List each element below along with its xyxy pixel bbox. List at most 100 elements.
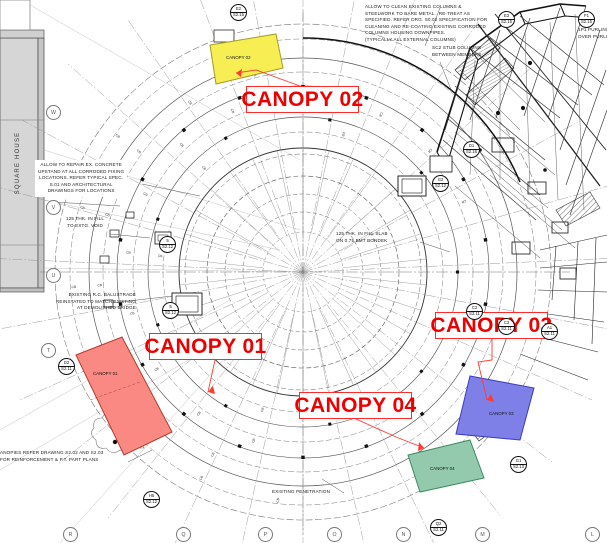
- section-marker-5-mid[interactable]: 5 S2.12: [162, 302, 179, 319]
- note-infill-void: 125 THK. IN FILL TO EXTG. VOID: [66, 216, 105, 228]
- svg-text:CB: CB: [97, 283, 103, 287]
- callout-canopy-03[interactable]: CANOPY 03: [430, 312, 552, 339]
- grid-bubble-U[interactable]: U: [46, 268, 61, 283]
- grid-bubble-M[interactable]: M: [475, 527, 490, 542]
- canopy-01-region[interactable]: [75, 336, 173, 456]
- structural-nodes: [118, 85, 488, 459]
- section-marker-5-left[interactable]: 5 S2.12: [159, 236, 176, 253]
- note-repair-upstand: ALLOW TO REPAIR EX. CONCRETE UPSTAND AT …: [35, 160, 128, 197]
- grid-bubble-W[interactable]: W: [46, 105, 61, 120]
- note-stub-columns: SC2 STUB COLUMNS BETWEEN MEMBERS: [432, 45, 482, 57]
- section-marker-a1-sheet: S2.11: [544, 331, 555, 337]
- note-clean-columns: ALLOW TO CLEAN EXISTING COLUMNS & STEELW…: [365, 4, 488, 42]
- section-marker-e3[interactable]: E3 S2.15: [498, 11, 515, 28]
- grid-bubble-P[interactable]: P: [258, 527, 273, 542]
- section-marker-g1[interactable]: G1 S2.13: [510, 456, 527, 473]
- svg-text:CB: CB: [230, 108, 236, 115]
- section-marker-c3-ref: C3: [499, 321, 514, 327]
- grid-bubble-R[interactable]: R: [63, 527, 78, 542]
- section-marker-c2-sheet: S2.11: [469, 311, 480, 317]
- grid-bubble-T[interactable]: T: [41, 343, 56, 358]
- section-marker-d1-ref: D1: [464, 144, 479, 150]
- section-marker-e2[interactable]: E2 S2.15: [230, 4, 247, 21]
- section-marker-g2[interactable]: G2 S2.12: [432, 175, 449, 192]
- svg-text:CB: CB: [130, 311, 136, 316]
- section-marker-g1-ref: G1: [511, 459, 526, 465]
- section-marker-c2-ref: C2: [467, 306, 482, 312]
- svg-text:CB: CB: [210, 451, 216, 458]
- grid-bubble-V[interactable]: V: [46, 200, 61, 215]
- section-marker-d2-sheet: S2.11: [61, 366, 72, 372]
- svg-text:CB: CB: [136, 148, 143, 154]
- section-marker-e2-ref: E2: [231, 7, 246, 13]
- svg-text:CB: CB: [276, 497, 281, 503]
- inner-rotunda-radials: [179, 148, 427, 396]
- svg-text:CB: CB: [187, 100, 193, 107]
- section-marker-d2[interactable]: D2 S2.11: [58, 358, 75, 375]
- svg-text:CB: CB: [71, 285, 77, 289]
- section-marker-d1[interactable]: D1 S2.16: [463, 141, 480, 158]
- svg-text:CB: CB: [80, 205, 86, 210]
- section-marker-e3-sheet: S2.15: [501, 19, 512, 25]
- grid-bubble-L[interactable]: L: [585, 527, 600, 542]
- section-marker-h5-ref: H5: [144, 494, 159, 500]
- section-marker-f1-ref: F1: [579, 14, 594, 20]
- note-balustrade: EXISTING R.C. BALUSTRADE REINSTATED TO M…: [55, 292, 136, 311]
- canopy-03-plan-label: CANOPY 03: [489, 411, 514, 416]
- section-marker-f1[interactable]: F1 S2.15: [578, 11, 595, 28]
- note-existing-penetration: EXISTING PENETRATION: [272, 489, 331, 494]
- canopy-04-plan-label: CANOPY 04: [430, 466, 455, 471]
- section-marker-q2-ref: Q2: [431, 522, 446, 528]
- left-fittings: [99, 211, 135, 308]
- canopy-03-region[interactable]: [455, 375, 535, 441]
- outer-perimeter: [302, 37, 521, 183]
- svg-text:CB: CB: [426, 148, 433, 155]
- svg-text:CB: CB: [460, 199, 467, 205]
- svg-text:CB: CB: [341, 131, 346, 137]
- note-purlins: 1P1 PURLINS OVER PURLINS: [578, 27, 607, 39]
- note-canopies-refer: ANOPIES REFER DRAWING S2.02 AND S2.03 FO…: [0, 450, 104, 462]
- callout-arrowheads: [208, 69, 494, 451]
- grid-bubble-Q[interactable]: Q: [176, 527, 191, 542]
- svg-text:CB: CB: [260, 406, 265, 412]
- section-marker-a1-ref: A1: [542, 326, 557, 332]
- section-marker-g2-sheet: S2.12: [435, 183, 446, 189]
- callout-canopy-04[interactable]: CANOPY 04: [294, 392, 416, 419]
- grid-bubble-O[interactable]: O: [327, 527, 342, 542]
- section-marker-g2-ref: G2: [433, 178, 448, 184]
- section-marker-c3[interactable]: C3 S2.11: [498, 318, 515, 335]
- svg-text:CB: CB: [179, 142, 186, 149]
- section-marker-a1[interactable]: A1 S2.11: [541, 323, 558, 340]
- svg-text:CB: CB: [143, 191, 150, 197]
- svg-text:CB: CB: [126, 250, 132, 255]
- note-leaders: [53, 7, 453, 494]
- section-marker-e3-ref: E3: [499, 14, 514, 20]
- section-marker-d1-sheet: S2.16: [466, 149, 477, 155]
- section-marker-c2[interactable]: C2 S2.11: [466, 303, 483, 320]
- square-house-block: [0, 0, 45, 293]
- callout-canopy-01[interactable]: CANOPY 01: [144, 333, 266, 360]
- callout-canopy-02[interactable]: CANOPY 02: [241, 86, 363, 113]
- roof-steel-framing: [436, 3, 607, 280]
- svg-text:CB: CB: [196, 410, 202, 417]
- section-marker-q2-sheet: S2.11: [433, 527, 444, 533]
- section-marker-f1-sheet: S2.15: [581, 19, 592, 25]
- section-marker-5-mid-ref: 5: [163, 305, 178, 311]
- svg-text:CB: CB: [378, 112, 384, 119]
- svg-text:CB: CB: [115, 133, 122, 139]
- section-marker-5-left-ref: 5: [160, 239, 175, 245]
- section-marker-h5[interactable]: H5 S2.12: [143, 491, 160, 508]
- svg-text:CB: CB: [251, 437, 256, 443]
- svg-text:CB: CB: [201, 165, 208, 172]
- canopy-02-region[interactable]: [209, 33, 284, 85]
- square-house-label: SQUARE HOUSE: [15, 131, 21, 195]
- svg-text:CB: CB: [105, 212, 111, 217]
- canopy-02-plan-label: CANOPY 02: [226, 55, 251, 60]
- section-marker-h5-sheet: S2.12: [146, 499, 157, 505]
- canopy-04-region[interactable]: [407, 439, 485, 493]
- section-marker-g1-sheet: S2.13: [513, 464, 524, 470]
- canopy-01-plan-label: CANOPY 01: [93, 371, 118, 376]
- grid-bubble-N[interactable]: N: [396, 527, 411, 542]
- section-marker-q2[interactable]: Q2 S2.11: [430, 519, 447, 536]
